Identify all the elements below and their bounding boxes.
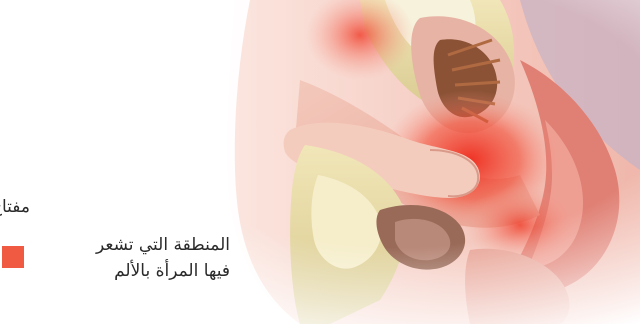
legend-label-line2: فيها المرأة بالألم: [35, 258, 230, 284]
legend-label-line1: المنطقة التي تشعر: [35, 232, 230, 258]
legend: مفتاح المنطقة التي تشعر فيها المرأة بالأ…: [0, 196, 230, 324]
pain-area-swatch: [2, 246, 24, 268]
legend-label: المنطقة التي تشعر فيها المرأة بالألم: [35, 232, 230, 284]
legend-title: مفتاح: [0, 196, 30, 218]
